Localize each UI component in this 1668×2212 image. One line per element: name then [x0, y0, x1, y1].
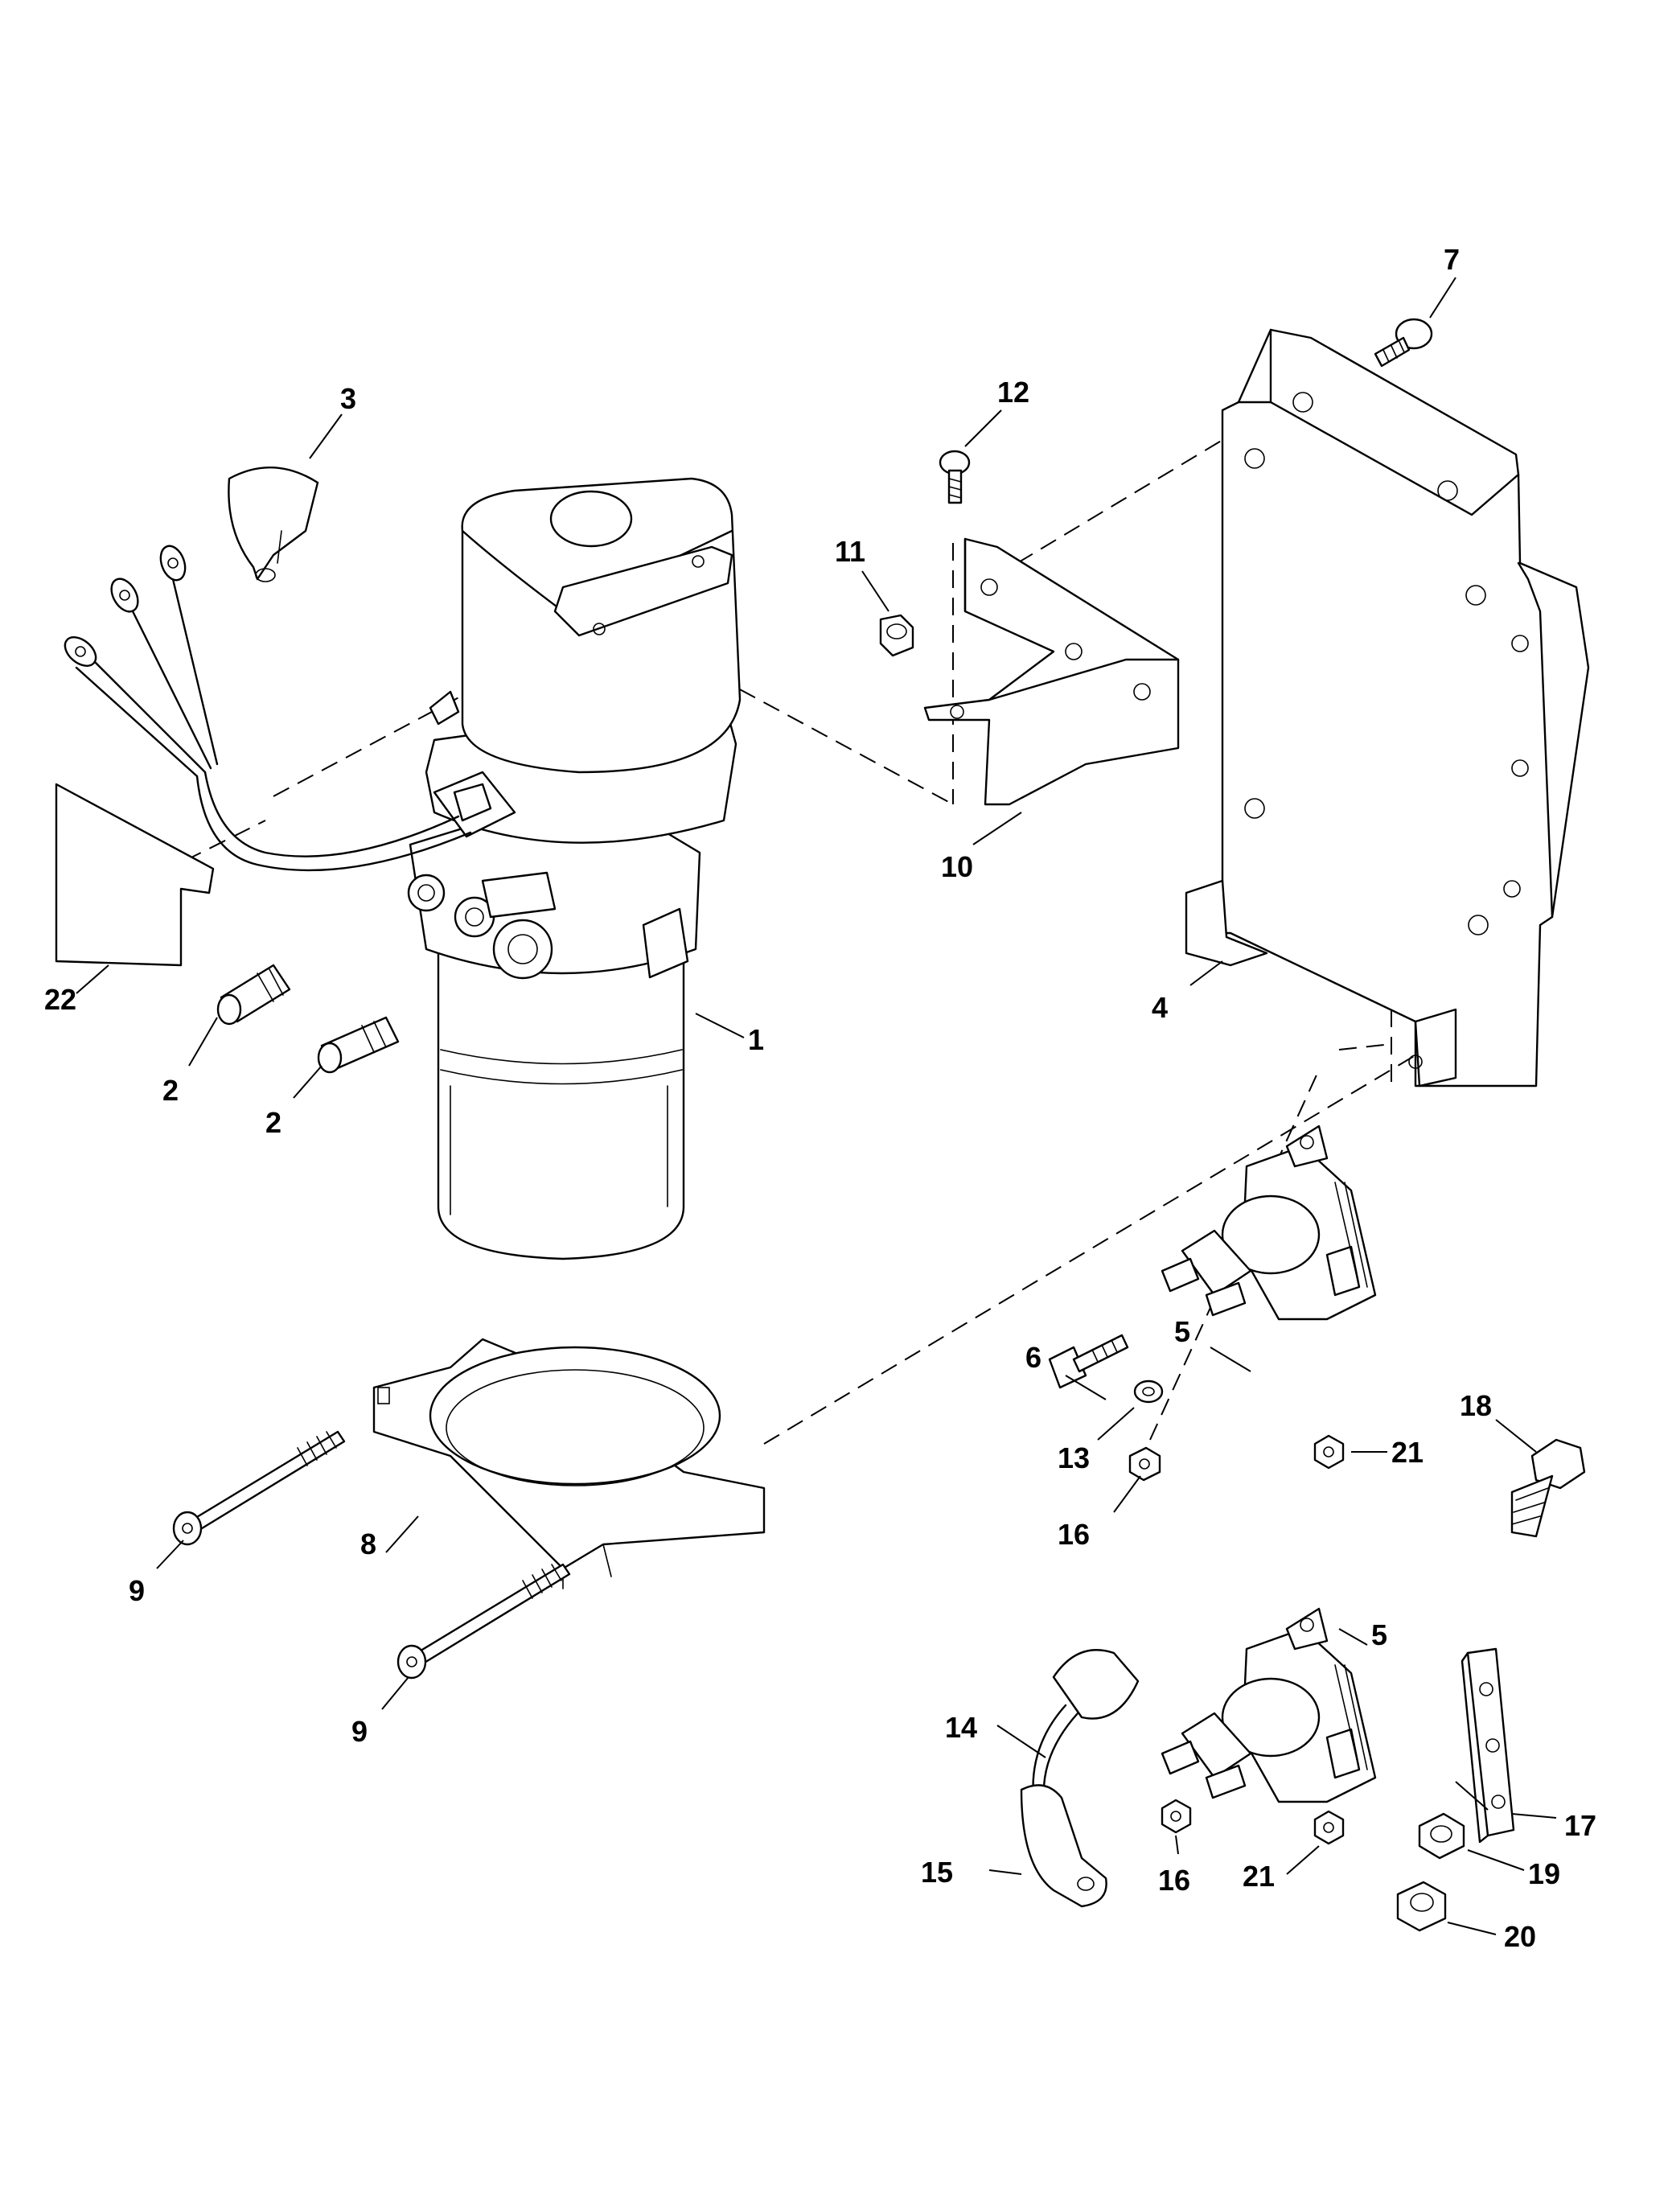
locknut-20: [1396, 1881, 1447, 1932]
callout-2a: 2: [162, 1074, 179, 1107]
nut-11: [879, 614, 914, 657]
callout-9b: 9: [351, 1715, 368, 1748]
hose-fitting-1: [216, 964, 291, 1026]
callout-13: 13: [1058, 1441, 1090, 1474]
bolt-long-1: [172, 1430, 346, 1546]
bracket: [923, 537, 1180, 806]
nut-16-lower: [1161, 1799, 1192, 1834]
callout-14: 14: [945, 1711, 977, 1744]
callout-6: 6: [1025, 1341, 1041, 1374]
callout-21a: 21: [1391, 1436, 1424, 1469]
callout-5a: 5: [1174, 1315, 1190, 1348]
leader-lines: [76, 277, 1557, 1935]
callout-9a: 9: [129, 1574, 145, 1607]
link-plate-17: [1461, 1647, 1515, 1844]
callout-7: 7: [1444, 243, 1460, 276]
nut-16-upper: [1128, 1446, 1161, 1482]
terminal-boot: [228, 467, 319, 582]
callout-22: 22: [44, 983, 76, 1016]
callout-16b: 16: [1158, 1864, 1190, 1897]
mounting-plate: [1185, 328, 1590, 1087]
locknut-19: [1418, 1812, 1465, 1860]
callout-1: 1: [748, 1023, 764, 1056]
callout-5b: 5: [1371, 1618, 1387, 1651]
callout-21b: 21: [1243, 1860, 1275, 1893]
callout-18: 18: [1460, 1389, 1492, 1422]
nut-21-upper: [1313, 1434, 1345, 1470]
callout-15: 15: [921, 1856, 953, 1889]
decal-label: [55, 783, 215, 967]
callout-20: 20: [1504, 1920, 1536, 1953]
solenoid-upper: [1161, 1125, 1377, 1321]
hose-fitting-2: [317, 1016, 400, 1074]
bolt-long-2: [396, 1563, 571, 1680]
callout-10: 10: [941, 850, 973, 883]
wire-lead: [1020, 1649, 1140, 1908]
screw-12: [939, 450, 971, 504]
callout-labels: 1 2 2 3 4 5 5 6 7 8 9 9 10 11 12 13 14 1…: [44, 243, 1596, 1953]
screw-7: [1374, 318, 1433, 368]
pump-motor-assembly: [407, 477, 742, 1260]
callout-16a: 16: [1058, 1518, 1090, 1551]
bolt-18: [1510, 1438, 1586, 1538]
washer-13: [1133, 1379, 1164, 1404]
callout-12: 12: [997, 376, 1029, 409]
callout-17: 17: [1564, 1809, 1596, 1842]
callout-2b: 2: [265, 1106, 281, 1139]
solenoid-lower: [1161, 1607, 1377, 1803]
callout-3: 3: [340, 382, 356, 415]
mounting-bracket-clamp: [372, 1338, 766, 1589]
callout-4: 4: [1152, 991, 1168, 1024]
callout-8: 8: [360, 1527, 376, 1560]
callout-19: 19: [1528, 1857, 1560, 1890]
bolt-6: [1048, 1334, 1129, 1389]
wire-harness: [64, 545, 472, 872]
callout-11: 11: [835, 535, 865, 568]
nut-21-lower: [1313, 1810, 1345, 1845]
